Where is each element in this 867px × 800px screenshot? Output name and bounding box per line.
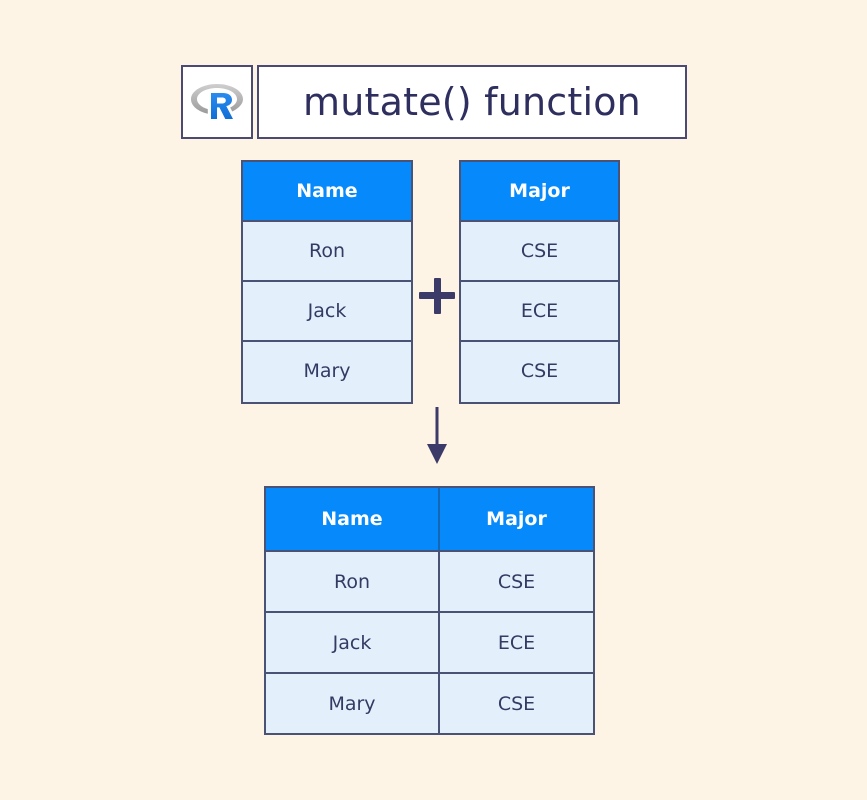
cell-result-0-0: Ron	[266, 550, 438, 611]
cell-major-0: CSE	[461, 220, 618, 280]
table-row: CSE	[461, 220, 618, 280]
column-header-name: Name	[243, 162, 411, 220]
cell-result-1-0: Jack	[266, 611, 438, 672]
cell-name-2: Mary	[243, 340, 411, 400]
r-logo-box	[181, 65, 253, 139]
cell-major-2: CSE	[461, 340, 618, 400]
column-header-major: Major	[461, 162, 618, 220]
r-logo-icon	[189, 80, 245, 124]
table-row: Mary	[243, 340, 411, 400]
column-header-major: Major	[438, 488, 593, 550]
table-row: CSE	[461, 340, 618, 400]
cell-result-1-1: ECE	[438, 611, 593, 672]
column-header-name: Name	[266, 488, 438, 550]
table-row: Jack ECE	[266, 611, 593, 672]
cell-name-0: Ron	[243, 220, 411, 280]
cell-result-2-0: Mary	[266, 672, 438, 733]
cell-result-0-1: CSE	[438, 550, 593, 611]
cell-result-2-1: CSE	[438, 672, 593, 733]
plus-icon	[419, 278, 455, 314]
cell-major-1: ECE	[461, 280, 618, 340]
title-box: mutate() function	[257, 65, 687, 139]
cell-name-1: Jack	[243, 280, 411, 340]
down-arrow-icon	[425, 407, 449, 465]
table-row: Ron CSE	[266, 550, 593, 611]
table-row: Jack	[243, 280, 411, 340]
result-table: Name Major Ron CSE Jack ECE Mary CSE	[264, 486, 595, 735]
table-row: ECE	[461, 280, 618, 340]
table-row-header: Major	[461, 162, 618, 220]
table-row-header: Name	[243, 162, 411, 220]
name-table: Name Ron Jack Mary	[241, 160, 413, 404]
table-row: Ron	[243, 220, 411, 280]
header: mutate() function	[181, 65, 687, 139]
table-row: Mary CSE	[266, 672, 593, 733]
page-title: mutate() function	[303, 80, 641, 124]
major-table: Major CSE ECE CSE	[459, 160, 620, 404]
table-row-header: Name Major	[266, 488, 593, 550]
